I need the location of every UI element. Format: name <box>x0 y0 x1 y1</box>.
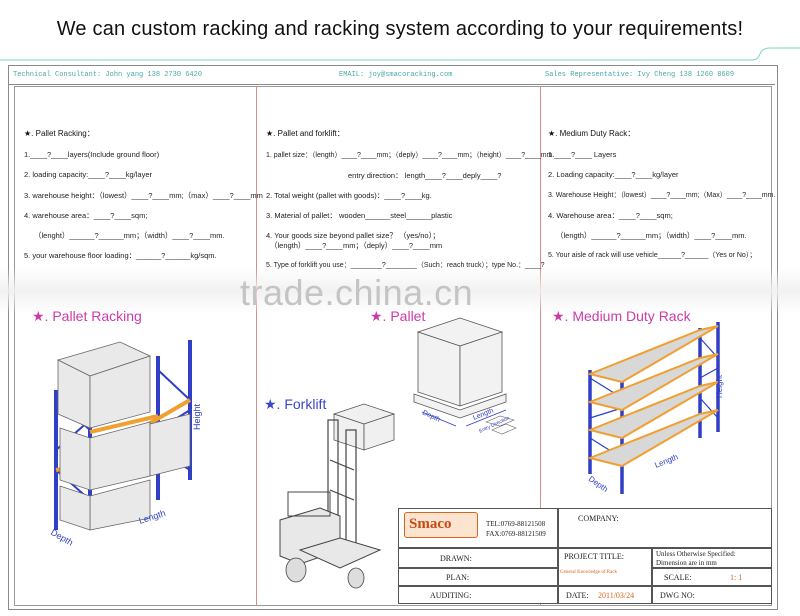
column-divider <box>256 86 257 606</box>
form-line: （lenght）______?______mm；（width）____?____… <box>34 231 225 240</box>
section-title: ★. Medium Duty Rack： <box>548 129 636 138</box>
form-line: 3. Material of pallet： wooden______steel… <box>266 211 453 220</box>
form-line: 2. Loading capacity:____?____kg/layer <box>548 170 679 179</box>
pallet-drawing: Depth Length <box>413 317 517 435</box>
company-cell <box>558 508 772 548</box>
column-divider <box>540 86 541 606</box>
contact-strip: Technical Consultant: John yang 138 2730… <box>9 66 775 85</box>
drawn-cell <box>398 548 558 568</box>
watermark-band <box>0 268 800 314</box>
form-line: （length）____?____mm；（deply）____?____mm <box>270 241 443 250</box>
sales-text: Sales Representative: Ivy Cheng 138 1260… <box>545 71 735 79</box>
form-line: 2. loading capacity:____?____kg/layer <box>24 170 153 179</box>
height-label: Height <box>192 403 202 430</box>
scale-cell <box>652 568 772 586</box>
plan-label: PLAN: <box>446 573 470 582</box>
form-line: 3. Warehouse Height：（lowest）____?____mm;… <box>548 192 776 199</box>
form-line: entry direction： length____?____deply___… <box>348 171 502 180</box>
watermark-text: trade.china.cn <box>240 272 474 313</box>
date-cell <box>558 586 652 604</box>
logo-cell <box>398 508 558 548</box>
spec-line-2: Dimension are in mm <box>656 559 717 567</box>
rack-length-label: Length <box>653 452 679 470</box>
section-title: ★. Pallet and forklift： <box>266 129 345 138</box>
company-label: COMPANY: <box>578 514 619 523</box>
form-line: 1.____?____ Layers <box>548 150 617 159</box>
project-cell <box>558 548 652 586</box>
page-headline: We can custom racking and racking system… <box>56 18 744 40</box>
form-line: 3. warehouse height：（lowest）____?____mm;… <box>24 191 263 200</box>
caption-pallet-racking: ★. Pallet Racking <box>32 308 142 324</box>
email-text: EMAIL: joy@smacoracking.com <box>339 71 453 79</box>
content-box <box>14 86 772 606</box>
plan-cell <box>398 568 558 586</box>
form-line: 2. Total weight (pallet with goods)：____… <box>266 191 432 200</box>
spec-line-1: Unless Otherwise Specified: <box>656 550 736 558</box>
project-title-label: PROJECT TITLE: <box>564 552 624 561</box>
pallet-depth-label: Depth <box>421 409 441 423</box>
caption-forklift: ★. Forklift <box>264 396 327 412</box>
rack-depth-label: Depth <box>587 474 610 494</box>
dwg-cell <box>652 586 772 604</box>
form-line: 5. your warehouse floor loading：______?_… <box>24 251 217 260</box>
drawn-label: DRAWN: <box>440 554 472 563</box>
drawing-frame <box>8 65 778 610</box>
form-line: 5. Type of forklift you use：________?___… <box>266 262 545 269</box>
form-line: 1.____?____layers(Include ground floor) <box>24 150 160 159</box>
form-line: 1. pallet size：（length）____?____mm；（depl… <box>266 152 555 159</box>
caption-medium-duty: ★. Medium Duty Rack <box>552 308 691 324</box>
rack-height-label: Height <box>715 374 724 398</box>
header-divider <box>0 47 800 61</box>
form-line: 4. warehouse area：____?____sqm; <box>24 211 148 220</box>
fax-text: FAX:0769-88121509 <box>486 530 546 538</box>
forklift-drawing <box>279 403 396 589</box>
tel-text: TEL:0769-88121508 <box>486 520 546 528</box>
form-line: 4. Warehouse area：____?____sqm; <box>548 211 673 220</box>
consultant-text: Technical Consultant: John yang 138 2730… <box>13 71 203 79</box>
date-value: 2011/03/24 <box>598 591 635 600</box>
pallet-racking-drawing: Height Length Depth <box>49 340 202 548</box>
auditing-label: AUDITING: <box>430 591 472 600</box>
project-title-value: General Knowledge of Rack <box>560 570 618 575</box>
auditing-cell <box>398 586 558 604</box>
date-label: DATE: <box>566 591 589 600</box>
form-line: 4. Your goods size beyond pallet size？ （… <box>266 231 440 240</box>
section-title: ★. Pallet Racking： <box>24 129 95 138</box>
scale-value: 1: 1 <box>730 573 743 582</box>
depth-label: Depth <box>49 527 75 548</box>
scale-label: SCALE: <box>664 573 692 582</box>
form-line: 5. Your aisle of rack will use vehicle__… <box>548 252 757 259</box>
medium-duty-rack-drawing: Height Length Depth <box>586 322 724 494</box>
spec-cell <box>652 548 772 568</box>
smaco-logo: Smaco <box>404 512 478 538</box>
dwg-label: DWG NO: <box>660 591 695 600</box>
form-line: （length）______?______mm；（width）____?____… <box>556 231 747 240</box>
caption-pallet: ★. Pallet <box>370 308 426 324</box>
